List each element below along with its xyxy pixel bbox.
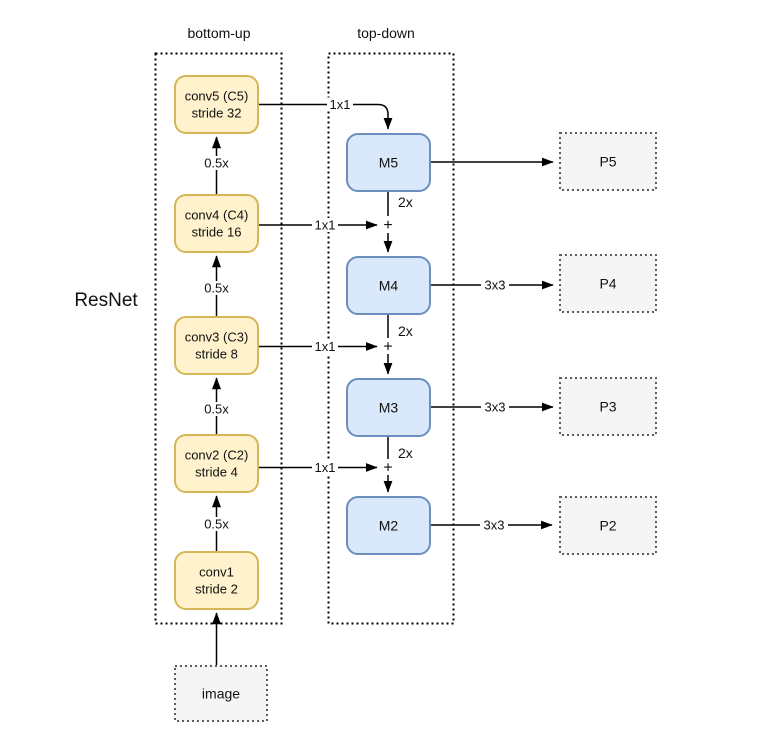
bottom-up-pathway-label: bottom-up <box>187 25 250 41</box>
label-bg <box>327 97 353 112</box>
downscale-label: 0.5x <box>204 517 229 532</box>
label-bg <box>481 400 509 414</box>
node-p5-label: P5 <box>599 154 616 170</box>
lateral-label: 1x1 <box>330 97 351 112</box>
node-conv2-name: conv2 (C2) <box>185 448 249 463</box>
resnet-label: ResNet <box>74 290 138 311</box>
node-p4: P4 <box>559 254 657 313</box>
lateral-label: 1x1 <box>315 460 336 475</box>
node-conv4-stride: stride 16 <box>192 225 242 240</box>
lateral-label: 1x1 <box>315 218 336 233</box>
downscale-label: 0.5x <box>204 156 229 171</box>
node-conv2-stride: stride 4 <box>195 465 238 480</box>
edge-label-downscale-conv3-conv4: 0.5x <box>200 281 233 296</box>
output-conv-label: 3x3 <box>485 400 506 415</box>
node-conv3-name: conv3 (C3) <box>185 330 249 345</box>
edge-label-lateral-conv5: 1x1 <box>327 97 353 112</box>
label-bg <box>312 460 338 475</box>
edge-label-lateral-conv4: 1x1 <box>312 218 338 233</box>
node-conv5-box <box>174 75 259 134</box>
upscale-label-m3: 2x <box>398 445 413 461</box>
edge-label-downscale-conv2-conv3: 0.5x <box>200 402 233 417</box>
node-image-box <box>174 665 268 722</box>
label-bg <box>481 278 509 292</box>
label-bg <box>480 518 508 532</box>
edge-label-downscale-conv4-conv5: 0.5x <box>200 156 233 171</box>
upscale-label-m5: 2x <box>398 194 413 210</box>
node-m3-box <box>346 378 431 437</box>
node-m2-box <box>346 496 431 555</box>
node-conv3: conv3 (C3) stride 8 <box>174 316 259 375</box>
node-image: image <box>174 665 268 722</box>
output-conv-label: 3x3 <box>485 278 506 293</box>
node-p5-box <box>559 132 657 191</box>
edge-label-outputconv-p3: 3x3 <box>481 400 509 415</box>
edge-label-downscale-conv1-conv2: 0.5x <box>200 517 233 532</box>
node-m4-box <box>346 256 431 315</box>
node-conv1-box <box>174 551 259 610</box>
edge-label-lateral-conv3: 1x1 <box>312 339 338 354</box>
label-bg <box>312 218 338 232</box>
top-down-container <box>327 52 455 625</box>
node-conv3-stride: stride 8 <box>195 347 238 362</box>
node-conv4-box <box>174 194 259 253</box>
node-conv2: conv2 (C2) stride 4 <box>174 434 259 493</box>
label-bg <box>312 339 338 354</box>
label-bg <box>200 281 233 295</box>
node-m5-box <box>346 133 431 192</box>
label-bg <box>200 402 233 416</box>
node-m2: M2 <box>346 496 431 555</box>
node-p3-box <box>559 377 657 436</box>
node-m3-label: M3 <box>379 400 399 416</box>
node-conv5-stride: stride 32 <box>192 106 242 121</box>
node-conv5: conv5 (C5) stride 32 <box>174 75 259 134</box>
node-p4-box <box>559 254 657 313</box>
edge-label-outputconv-p2: 3x3 <box>480 518 508 533</box>
node-p3-label: P3 <box>599 399 616 415</box>
merge-plus-m3: + <box>383 339 392 356</box>
edge-label-outputconv-p4: 3x3 <box>481 278 509 293</box>
node-m2-label: M2 <box>379 518 399 534</box>
node-p2-box <box>559 496 657 555</box>
node-p2: P2 <box>559 496 657 555</box>
node-p2-label: P2 <box>599 518 616 534</box>
node-conv4-name: conv4 (C4) <box>185 208 249 223</box>
downscale-label: 0.5x <box>204 281 229 296</box>
upscale-label-m4: 2x <box>398 323 413 339</box>
node-p3: P3 <box>559 377 657 436</box>
node-m4: M4 <box>346 256 431 315</box>
label-bg <box>200 517 233 531</box>
node-m5: M5 <box>346 133 431 192</box>
node-m4-label: M4 <box>379 278 399 294</box>
node-conv2-box <box>174 434 259 493</box>
output-conv-label: 3x3 <box>484 518 505 533</box>
merge-plus-m2: + <box>383 460 392 477</box>
node-conv1: conv1 stride 2 <box>174 551 259 610</box>
node-image-label: image <box>202 686 240 702</box>
merge-plus-m4: + <box>383 217 392 234</box>
node-p4-label: P4 <box>599 276 616 292</box>
lateral-label: 1x1 <box>315 339 336 354</box>
downscale-label: 0.5x <box>204 402 229 417</box>
label-bg <box>200 156 233 170</box>
node-m3: M3 <box>346 378 431 437</box>
node-conv4: conv4 (C4) stride 16 <box>174 194 259 253</box>
edge-label-lateral-conv2: 1x1 <box>312 460 338 475</box>
node-m5-label: M5 <box>379 155 399 171</box>
node-conv1-stride: stride 2 <box>195 582 238 597</box>
top-down-pathway-label: top-down <box>357 25 415 41</box>
node-conv1-name: conv1 <box>199 565 234 580</box>
bottom-up-container <box>154 52 283 625</box>
edge-conv5-m5 <box>258 103 393 130</box>
node-conv3-box <box>174 316 259 375</box>
node-conv5-name: conv5 (C5) <box>185 89 249 104</box>
node-p5: P5 <box>559 132 657 191</box>
